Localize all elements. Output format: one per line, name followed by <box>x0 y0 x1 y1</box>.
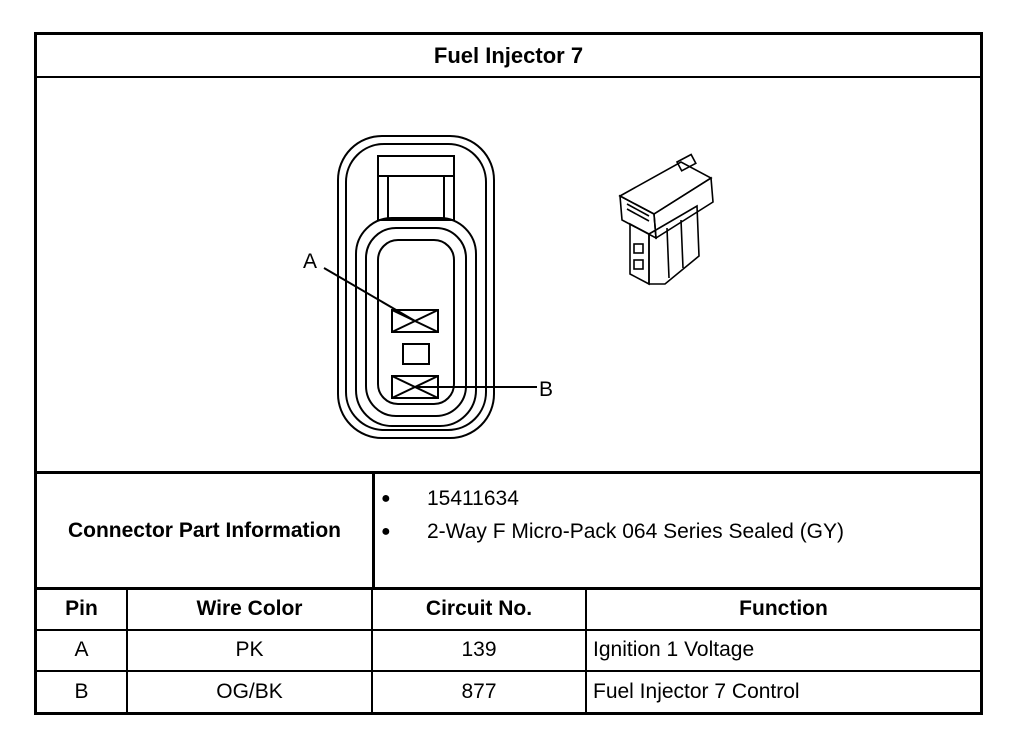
part-info-item: ● 2-Way F Micro-Pack 064 Series Sealed (… <box>381 519 845 545</box>
header-circuit: Circuit No. <box>371 590 587 631</box>
table-row: A PK 139 Ignition 1 Voltage <box>37 628 980 673</box>
pin-label-b: B <box>539 378 553 401</box>
bullet-icon: ● <box>381 523 391 540</box>
cell-circuit: 877 <box>371 670 587 712</box>
connector-sheet: Fuel Injector 7 <box>34 32 983 715</box>
page-title: Fuel Injector 7 <box>37 35 980 78</box>
connector-seal-inner <box>365 227 467 417</box>
connector-diagram: A B <box>37 78 980 474</box>
part-number: 15411634 <box>427 487 519 510</box>
cell-circuit: 139 <box>371 628 587 673</box>
cavity-a <box>391 309 439 333</box>
leader-line-a <box>323 267 416 322</box>
connector-latch <box>377 155 455 221</box>
connector-part-info: Connector Part Information ● 15411634 ● … <box>37 474 980 590</box>
cell-function: Ignition 1 Voltage <box>585 628 980 673</box>
connector-iso-view <box>618 153 714 286</box>
connector-key <box>402 343 430 365</box>
table-row: B OG/BK 877 Fuel Injector 7 Control <box>37 670 980 712</box>
pin-label-a: A <box>303 250 317 273</box>
part-info-list: ● 15411634 ● 2-Way F Micro-Pack 064 Seri… <box>375 474 980 587</box>
bullet-icon: ● <box>381 490 391 507</box>
cell-wire-color: OG/BK <box>126 670 373 712</box>
connector-drawing: A B <box>303 135 714 439</box>
pin-table: Pin Wire Color Circuit No. Function A PK… <box>37 590 980 712</box>
cell-function: Fuel Injector 7 Control <box>585 670 980 712</box>
part-info-item: ● 15411634 <box>381 486 519 512</box>
connector-housing <box>377 239 455 405</box>
cell-pin: A <box>37 628 128 673</box>
pin-table-header: Pin Wire Color Circuit No. Function <box>37 590 980 631</box>
part-info-label: Connector Part Information <box>37 474 375 587</box>
connector-outer-shell <box>337 135 495 439</box>
connector-seal-outer <box>355 217 477 427</box>
cell-pin: B <box>37 670 128 712</box>
cell-wire-color: PK <box>126 628 373 673</box>
header-wire-color: Wire Color <box>126 590 373 631</box>
header-pin: Pin <box>37 590 128 631</box>
part-description: 2-Way F Micro-Pack 064 Series Sealed (GY… <box>427 520 845 543</box>
header-function: Function <box>585 590 980 631</box>
connector-inner-shell <box>345 143 487 431</box>
